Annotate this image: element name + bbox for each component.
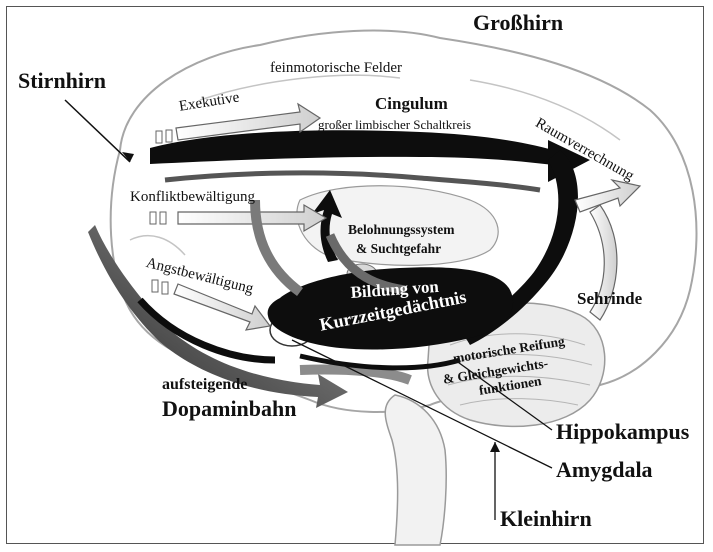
label-aufsteigende: aufsteigende: [162, 377, 247, 393]
label-hippokampus: Hippokampus: [556, 421, 689, 443]
label-sehrinde: Sehrinde: [577, 290, 642, 307]
sehrinde-arrow: [575, 180, 640, 212]
label-stirnhirn: Stirnhirn: [18, 70, 106, 92]
label-belohnungssystem: Belohnungssystem: [348, 223, 455, 237]
label-konfliktbewaeltigung: Konfliktbewältigung: [130, 190, 255, 205]
label-suchtgefahr: & Suchtgefahr: [356, 242, 441, 256]
label-schaltkreis: großer limbischer Schaltkreis: [318, 118, 471, 131]
label-dopaminbahn: Dopaminbahn: [162, 398, 297, 420]
brainstem: [385, 395, 446, 545]
label-feinmotorische-felder: feinmotorische Felder: [270, 61, 402, 76]
cortex-fold-3: [130, 236, 185, 255]
label-amygdala: Amygdala: [556, 459, 653, 481]
label-cingulum: Cingulum: [375, 95, 448, 112]
pointer-stirnhirn: [65, 100, 130, 162]
label-kleinhirn: Kleinhirn: [500, 508, 592, 530]
angst-arrow: [174, 284, 270, 330]
label-grosshirn: Großhirn: [473, 12, 563, 34]
